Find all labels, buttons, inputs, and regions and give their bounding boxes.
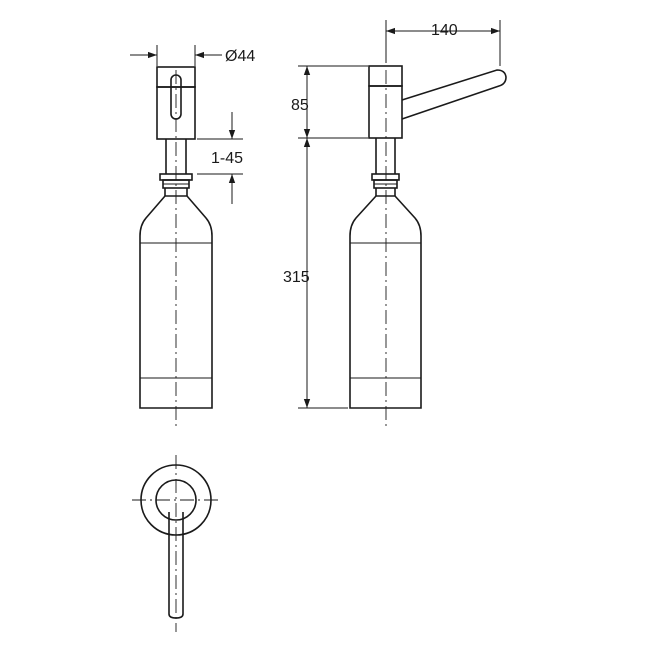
side-spout — [401, 69, 507, 120]
side-head — [368, 85, 403, 139]
stroke-label: 1-45 — [211, 150, 243, 167]
front-bottle — [139, 195, 213, 409]
head-height-label: 85 — [291, 97, 309, 114]
total-height-label: 315 — [283, 269, 310, 286]
side-view — [349, 65, 507, 430]
diameter-dimension: Ø44 — [130, 45, 255, 66]
side-cap — [368, 65, 403, 87]
front-head — [156, 86, 196, 140]
spout-label: 140 — [431, 22, 458, 39]
spout-dimension: 140 — [385, 20, 501, 66]
side-collar — [371, 173, 400, 181]
front-view — [139, 66, 213, 430]
height-dimensions: 85 315 — [283, 65, 368, 409]
side-bottle — [349, 195, 422, 409]
stroke-dimension: 1-45 — [197, 112, 243, 204]
top-view — [132, 455, 220, 632]
diameter-label: Ø44 — [225, 48, 255, 65]
